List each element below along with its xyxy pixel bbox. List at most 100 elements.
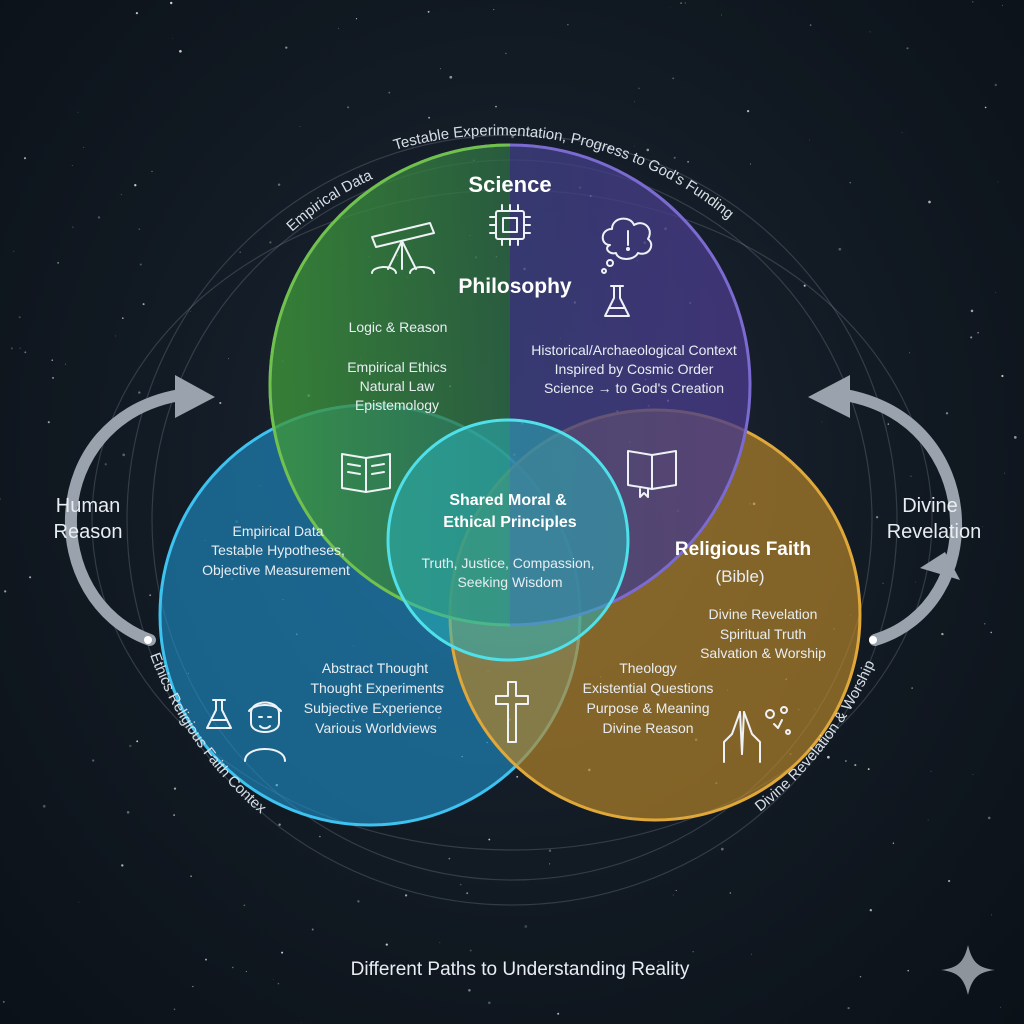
- star: [179, 49, 182, 53]
- human-reason-dot: [144, 636, 152, 644]
- list-item: Divine Reason: [602, 720, 693, 736]
- star: [13, 250, 15, 252]
- list-item: Spiritual Truth: [720, 626, 806, 642]
- star: [751, 953, 752, 955]
- star: [122, 453, 126, 457]
- star: [126, 811, 130, 814]
- star: [65, 363, 67, 365]
- star: [108, 507, 111, 510]
- center-title-line2: Ethical Principles: [443, 514, 576, 531]
- star: [990, 631, 993, 634]
- star: [114, 335, 116, 337]
- star: [142, 303, 145, 306]
- star: [388, 91, 391, 94]
- star: [977, 331, 979, 334]
- star: [10, 347, 13, 350]
- star: [169, 1, 173, 5]
- thinker-portrait-icon: [244, 701, 286, 762]
- star: [984, 623, 986, 625]
- center-title-line1: Shared Moral &: [449, 492, 567, 509]
- star: [29, 576, 32, 579]
- star: [821, 421, 823, 423]
- star: [875, 516, 879, 519]
- star: [892, 842, 895, 844]
- star: [243, 904, 246, 907]
- diagram-title: Different Paths to Understanding Reality: [351, 959, 690, 980]
- science-title: Science: [468, 172, 551, 197]
- star: [2, 1000, 5, 1003]
- star: [232, 966, 234, 969]
- star: [972, 773, 974, 775]
- list-item: Thought Experiments: [310, 680, 443, 696]
- divine-revelation-arrow: [839, 389, 963, 646]
- star: [78, 901, 80, 903]
- star: [675, 889, 677, 892]
- star: [854, 764, 857, 767]
- star: [57, 262, 59, 264]
- star: [0, 498, 1, 500]
- list-item: Objective Measurement: [202, 562, 350, 578]
- star: [680, 2, 682, 4]
- star: [869, 909, 872, 912]
- star: [385, 943, 388, 946]
- star: [749, 163, 751, 165]
- star: [77, 111, 79, 113]
- star: [516, 775, 519, 778]
- star: [827, 755, 830, 759]
- star: [427, 10, 430, 13]
- star: [970, 336, 973, 339]
- star: [272, 979, 274, 980]
- star: [982, 526, 983, 528]
- divine-revelation-arrowhead-lower: [920, 552, 960, 580]
- star: [245, 970, 247, 973]
- star: [42, 804, 46, 808]
- science-circle-left-rim: [268, 143, 511, 627]
- philosophy-title: Philosophy: [458, 275, 571, 298]
- star: [219, 401, 222, 405]
- star: [19, 347, 21, 349]
- list-item: Purpose & Meaning: [587, 700, 710, 716]
- star: [911, 687, 913, 689]
- star: [634, 145, 635, 147]
- star: [71, 165, 73, 166]
- star: [1004, 472, 1006, 474]
- star: [495, 105, 497, 108]
- divine-revelation-label-line1: Divine: [902, 495, 958, 517]
- star: [687, 160, 690, 163]
- star: [947, 879, 951, 883]
- list-item: Science → to God's Creation: [544, 380, 724, 396]
- star: [149, 594, 152, 597]
- religious-faith-subtitle: (Bible): [715, 567, 764, 586]
- flask-icon: [604, 285, 630, 317]
- star: [192, 986, 194, 988]
- star: [638, 87, 640, 90]
- star: [92, 759, 95, 762]
- star: [910, 475, 912, 477]
- star: [18, 316, 21, 319]
- star: [729, 892, 731, 894]
- star: [849, 182, 851, 184]
- star: [299, 126, 301, 128]
- flask-small-icon: [206, 699, 232, 729]
- star: [907, 969, 909, 972]
- star: [997, 181, 999, 183]
- star: [867, 768, 870, 771]
- star: [439, 68, 441, 70]
- list-item: Inspired by Cosmic Order: [555, 361, 714, 377]
- human-reason-arrowhead: [175, 375, 215, 418]
- star: [941, 632, 944, 636]
- star: [347, 106, 350, 109]
- list-item: Natural Law: [360, 378, 436, 394]
- star: [301, 1022, 302, 1023]
- divine-revelation-arrowhead: [808, 375, 850, 418]
- list-item: Theology: [619, 660, 677, 676]
- star: [887, 423, 890, 425]
- star: [557, 1012, 560, 1015]
- star: [228, 358, 230, 360]
- list-item: Subjective Experience: [304, 700, 443, 716]
- philosophy-items: Abstract Thought Thought Experiments Sub…: [304, 660, 444, 736]
- telescope-icon: [371, 222, 435, 274]
- star: [190, 875, 192, 878]
- religious-faith-title: Religious Faith: [675, 539, 811, 560]
- star: [439, 942, 441, 944]
